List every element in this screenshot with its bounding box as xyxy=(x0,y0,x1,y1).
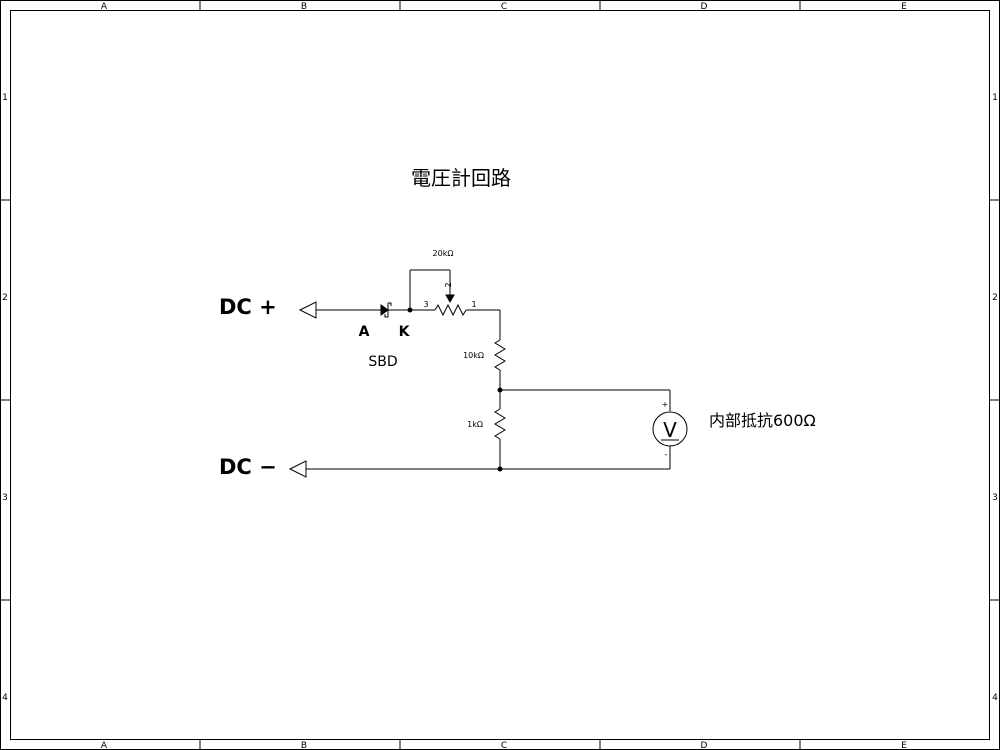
row-label-right-2: 2 xyxy=(992,293,998,303)
col-label-bottom-d: D xyxy=(701,741,708,750)
schematic-title: 電圧計回路 xyxy=(411,166,511,190)
col-label-bottom-b: B xyxy=(301,741,307,750)
col-label-bottom-a: A xyxy=(101,741,108,750)
r1k-value-label: 1kΩ xyxy=(467,420,483,429)
col-label-top-d: D xyxy=(701,2,708,12)
row-label-right-1: 1 xyxy=(992,93,998,103)
col-label-top-e: E xyxy=(901,2,907,12)
pot-pin3-label: 3 xyxy=(423,300,428,309)
col-label-top-c: C xyxy=(501,2,507,12)
voltmeter-symbol: V xyxy=(663,418,677,442)
diode-anode-label: A xyxy=(359,324,370,340)
voltmeter-plus-label: + xyxy=(662,400,669,409)
col-label-top-b: B xyxy=(301,2,307,12)
voltmeter-label: 内部抵抗600Ω xyxy=(709,411,816,430)
col-label-bottom-c: C xyxy=(501,741,507,750)
pot-pin1-label: 1 xyxy=(471,300,476,309)
dc-minus-label: DC − xyxy=(219,455,277,479)
dc-minus-port-icon xyxy=(288,460,307,478)
pot-wiper-arrow-icon xyxy=(445,294,455,304)
dc-plus-port-icon xyxy=(298,301,317,319)
row-label-left-1: 1 xyxy=(2,93,8,103)
resistor-1k-icon xyxy=(494,408,506,440)
resistor-10k-icon xyxy=(494,339,506,371)
row-label-left-3: 3 xyxy=(2,493,8,503)
r10k-value-label: 10kΩ xyxy=(463,351,484,360)
diode-name-label: SBD xyxy=(368,354,397,370)
inner-frame xyxy=(10,10,990,740)
row-label-left-2: 2 xyxy=(2,293,8,303)
col-label-bottom-e: E xyxy=(901,741,907,750)
row-label-right-3: 3 xyxy=(992,493,998,503)
dc-plus-label: DC + xyxy=(219,295,277,319)
potentiometer-icon xyxy=(434,303,467,317)
pot-pin2-label: 2 xyxy=(444,282,453,287)
diode-cathode-label: K xyxy=(399,324,411,340)
row-label-right-4: 4 xyxy=(992,693,998,703)
col-label-top-a: A xyxy=(101,2,108,12)
pot-value-label: 20kΩ xyxy=(433,249,454,258)
row-label-left-4: 4 xyxy=(2,693,8,703)
voltmeter-minus-label: - xyxy=(665,450,668,459)
